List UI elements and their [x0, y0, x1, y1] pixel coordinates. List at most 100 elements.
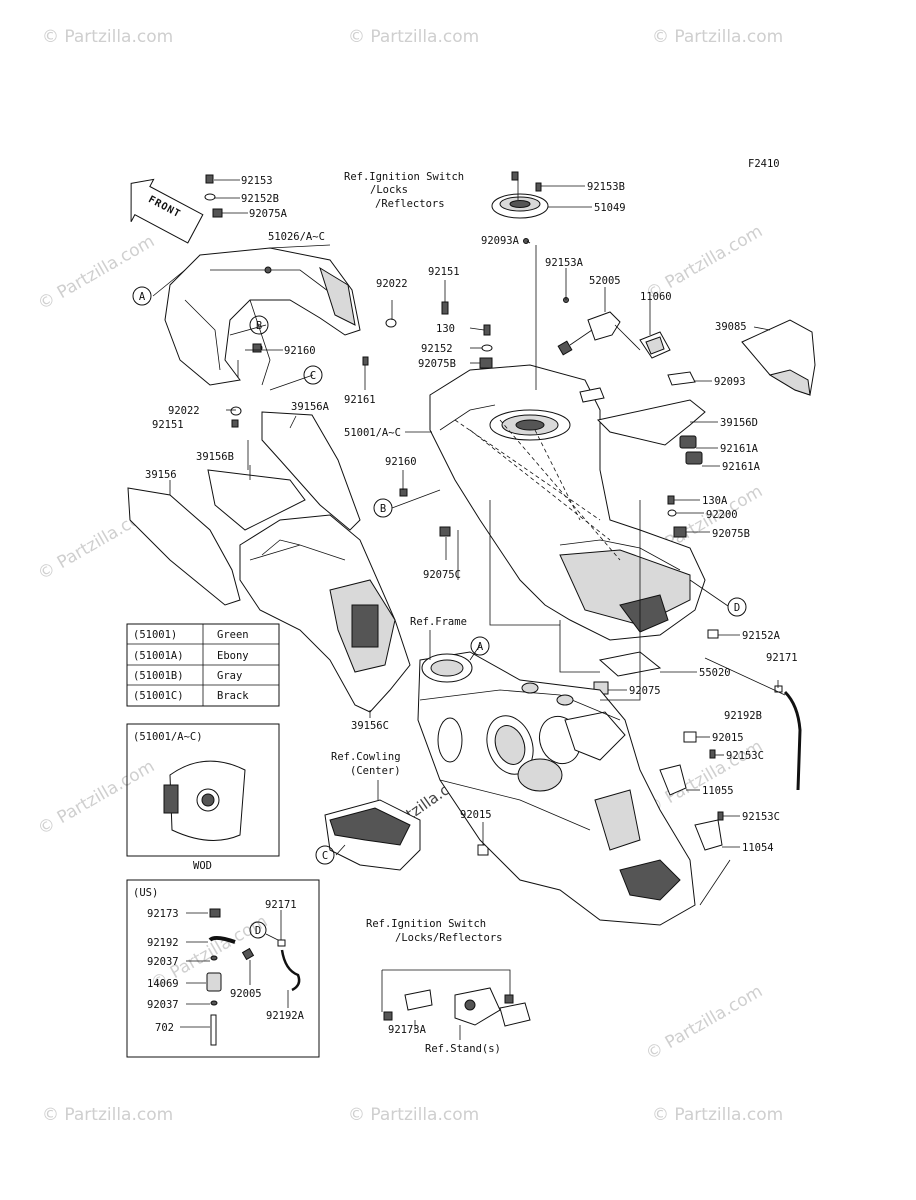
part-label: 92161A — [722, 461, 761, 473]
pump-52005 — [557, 311, 641, 356]
part-label: 52005 — [589, 275, 621, 287]
part-label: 130A — [702, 495, 728, 507]
callouts: A B C B A D C — [132, 286, 747, 865]
part-label: 39156D — [720, 417, 758, 429]
inset-us: (US) D 92173 92192 92037 14069 92037 702… — [126, 879, 320, 1058]
part-label: 92075B — [712, 528, 750, 540]
ref-cowling-center: (Center) — [350, 765, 401, 777]
part-label: 92153 — [241, 175, 273, 187]
tray-39156C — [239, 514, 411, 713]
leader-lines — [152, 177, 786, 1040]
us-part-label: 14069 — [147, 978, 179, 990]
figure-code: F2410 — [748, 158, 780, 170]
part-label: 55020 — [699, 667, 731, 679]
part-label: 92160 — [284, 345, 316, 357]
color-name: Gray — [217, 670, 242, 682]
part-label: 11054 — [742, 842, 774, 854]
part-label: 92153C — [742, 811, 780, 823]
part-label: 92171 — [766, 652, 798, 664]
color-name: Brack — [217, 690, 249, 702]
gasket-11060 — [639, 331, 671, 359]
inset-wod-title: (51001/A~C) — [133, 731, 203, 743]
pad-39156 — [127, 487, 241, 606]
us-part-label: 92171 — [265, 899, 297, 911]
color-code: (51001) — [133, 629, 177, 641]
ref-ignition-reflectors: /Reflectors — [375, 198, 445, 210]
fuel-tank-51001 — [429, 364, 706, 641]
us-part-label: 92192 — [147, 937, 179, 949]
part-label: 92015 — [712, 732, 744, 744]
part-label: 92173A — [388, 1024, 427, 1036]
part-label: 92015 — [460, 809, 492, 821]
part-label: 92093 — [714, 376, 746, 388]
part-label: 39085 — [715, 321, 747, 333]
part-label: 92153A — [545, 257, 584, 269]
hose-92192B — [783, 690, 802, 791]
callout-c: C — [322, 850, 328, 862]
cowling-center — [324, 799, 421, 871]
part-label: 92160 — [385, 456, 417, 468]
inset-us-callout-d: D — [255, 925, 261, 937]
callout-c: C — [310, 370, 316, 382]
plate-92093-secondary — [579, 387, 605, 403]
color-name: Green — [217, 629, 249, 641]
part-label: 92152B — [241, 193, 279, 205]
ref-frame: Ref.Frame — [410, 616, 467, 628]
us-part-label: 92037 — [147, 956, 179, 968]
part-label: 92022 — [168, 405, 200, 417]
lock-assembly — [381, 969, 531, 1027]
part-label: 92161 — [344, 394, 376, 406]
us-part-label: 702 — [155, 1022, 174, 1034]
plate-92093 — [667, 371, 696, 386]
inset-wod-caption: WOD — [193, 860, 212, 872]
ref-cowling: Ref.Cowling — [331, 751, 401, 763]
sheet-55020 — [598, 651, 662, 677]
ref-stand: Ref.Stand(s) — [425, 1043, 501, 1055]
part-label: 51049 — [594, 202, 626, 214]
watermark: © Partzilla.com — [348, 1105, 479, 1125]
callout-b: B — [380, 503, 386, 515]
us-part-label: 92192A — [266, 1010, 305, 1022]
us-part-label: 92037 — [147, 999, 179, 1011]
part-label: 51026/A~C — [268, 231, 325, 243]
bumper-92161A — [685, 451, 703, 465]
callout-b: B — [256, 320, 262, 332]
part-label: 92152 — [421, 343, 453, 355]
part-label: 92161A — [720, 443, 759, 455]
color-code: (51001B) — [133, 670, 184, 682]
part-label: 11060 — [640, 291, 672, 303]
watermark: © Partzilla.com — [643, 981, 767, 1064]
part-label: 130 — [436, 323, 455, 335]
pad-39156D — [596, 399, 706, 446]
part-labels: 92153 92152B 92075A 51026/A~C 92022 9215… — [145, 175, 798, 1036]
color-table: (51001) Green (51001A) Ebony (51001B) Gr… — [126, 623, 280, 707]
hardware-parts — [204, 171, 783, 856]
inset-wod: (51001/A~C) WOD — [126, 723, 280, 872]
part-label: 92093A — [481, 235, 520, 247]
watermark: © Partzilla.com — [643, 736, 767, 819]
part-label: 92151 — [428, 266, 460, 278]
watermark: © Partzilla.com — [348, 27, 479, 47]
part-label: 92152A — [742, 630, 781, 642]
ref-ignition-locks-bottom: /Locks/Reflectors — [395, 932, 502, 944]
watermark: © Partzilla.com — [652, 27, 783, 47]
part-label: 39156B — [196, 451, 234, 463]
pad-39156B — [207, 469, 306, 531]
watermark: © Partzilla.com — [652, 1105, 783, 1125]
cap-ring-51049 — [491, 193, 549, 219]
part-label: 92075C — [423, 569, 461, 581]
part-label: 39156A — [291, 401, 330, 413]
part-label: 11055 — [702, 785, 734, 797]
watermark: © Partzilla.com — [35, 756, 159, 839]
color-code: (51001C) — [133, 690, 184, 702]
bracket-11054 — [694, 819, 723, 851]
watermark: © Partzilla.com — [42, 1105, 173, 1125]
color-name: Ebony — [217, 650, 249, 662]
bumper-92161A — [679, 435, 697, 449]
part-label: 92075 — [629, 685, 661, 697]
part-label: 92153C — [726, 750, 764, 762]
callout-a: A — [477, 641, 484, 653]
part-label: 92200 — [706, 509, 738, 521]
